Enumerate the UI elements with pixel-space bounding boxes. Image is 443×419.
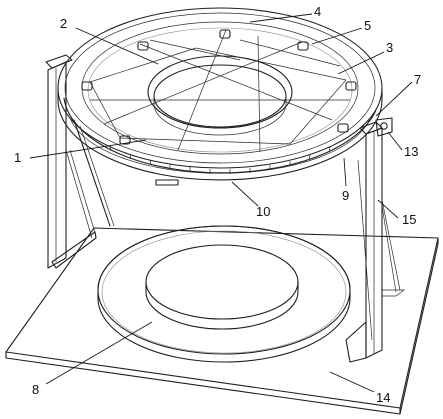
label-1: 1 — [14, 150, 21, 165]
label-7: 7 — [414, 72, 421, 87]
left-support-frame — [45, 54, 97, 269]
base-plate — [5, 227, 439, 415]
lower-ring-plate — [97, 225, 351, 363]
upper-ring-assembly — [57, 7, 383, 186]
right-support-frame — [345, 117, 406, 363]
scale-ticks — [109, 145, 331, 174]
part-labels: 2 4 5 3 7 1 13 9 10 15 8 14 — [14, 4, 421, 405]
leader-lines — [29, 13, 413, 393]
linkage-rods — [89, 29, 350, 153]
front-left-edge — [73, 119, 115, 227]
label-5: 5 — [364, 18, 371, 33]
label-8: 8 — [32, 382, 39, 397]
label-3: 3 — [386, 40, 393, 55]
roller-brackets — [81, 29, 357, 145]
label-13: 13 — [404, 144, 418, 159]
label-9: 9 — [342, 188, 349, 203]
label-2: 2 — [60, 16, 67, 31]
label-14: 14 — [376, 390, 390, 405]
label-10: 10 — [256, 204, 270, 219]
label-4: 4 — [314, 4, 321, 19]
label-15: 15 — [402, 212, 416, 227]
